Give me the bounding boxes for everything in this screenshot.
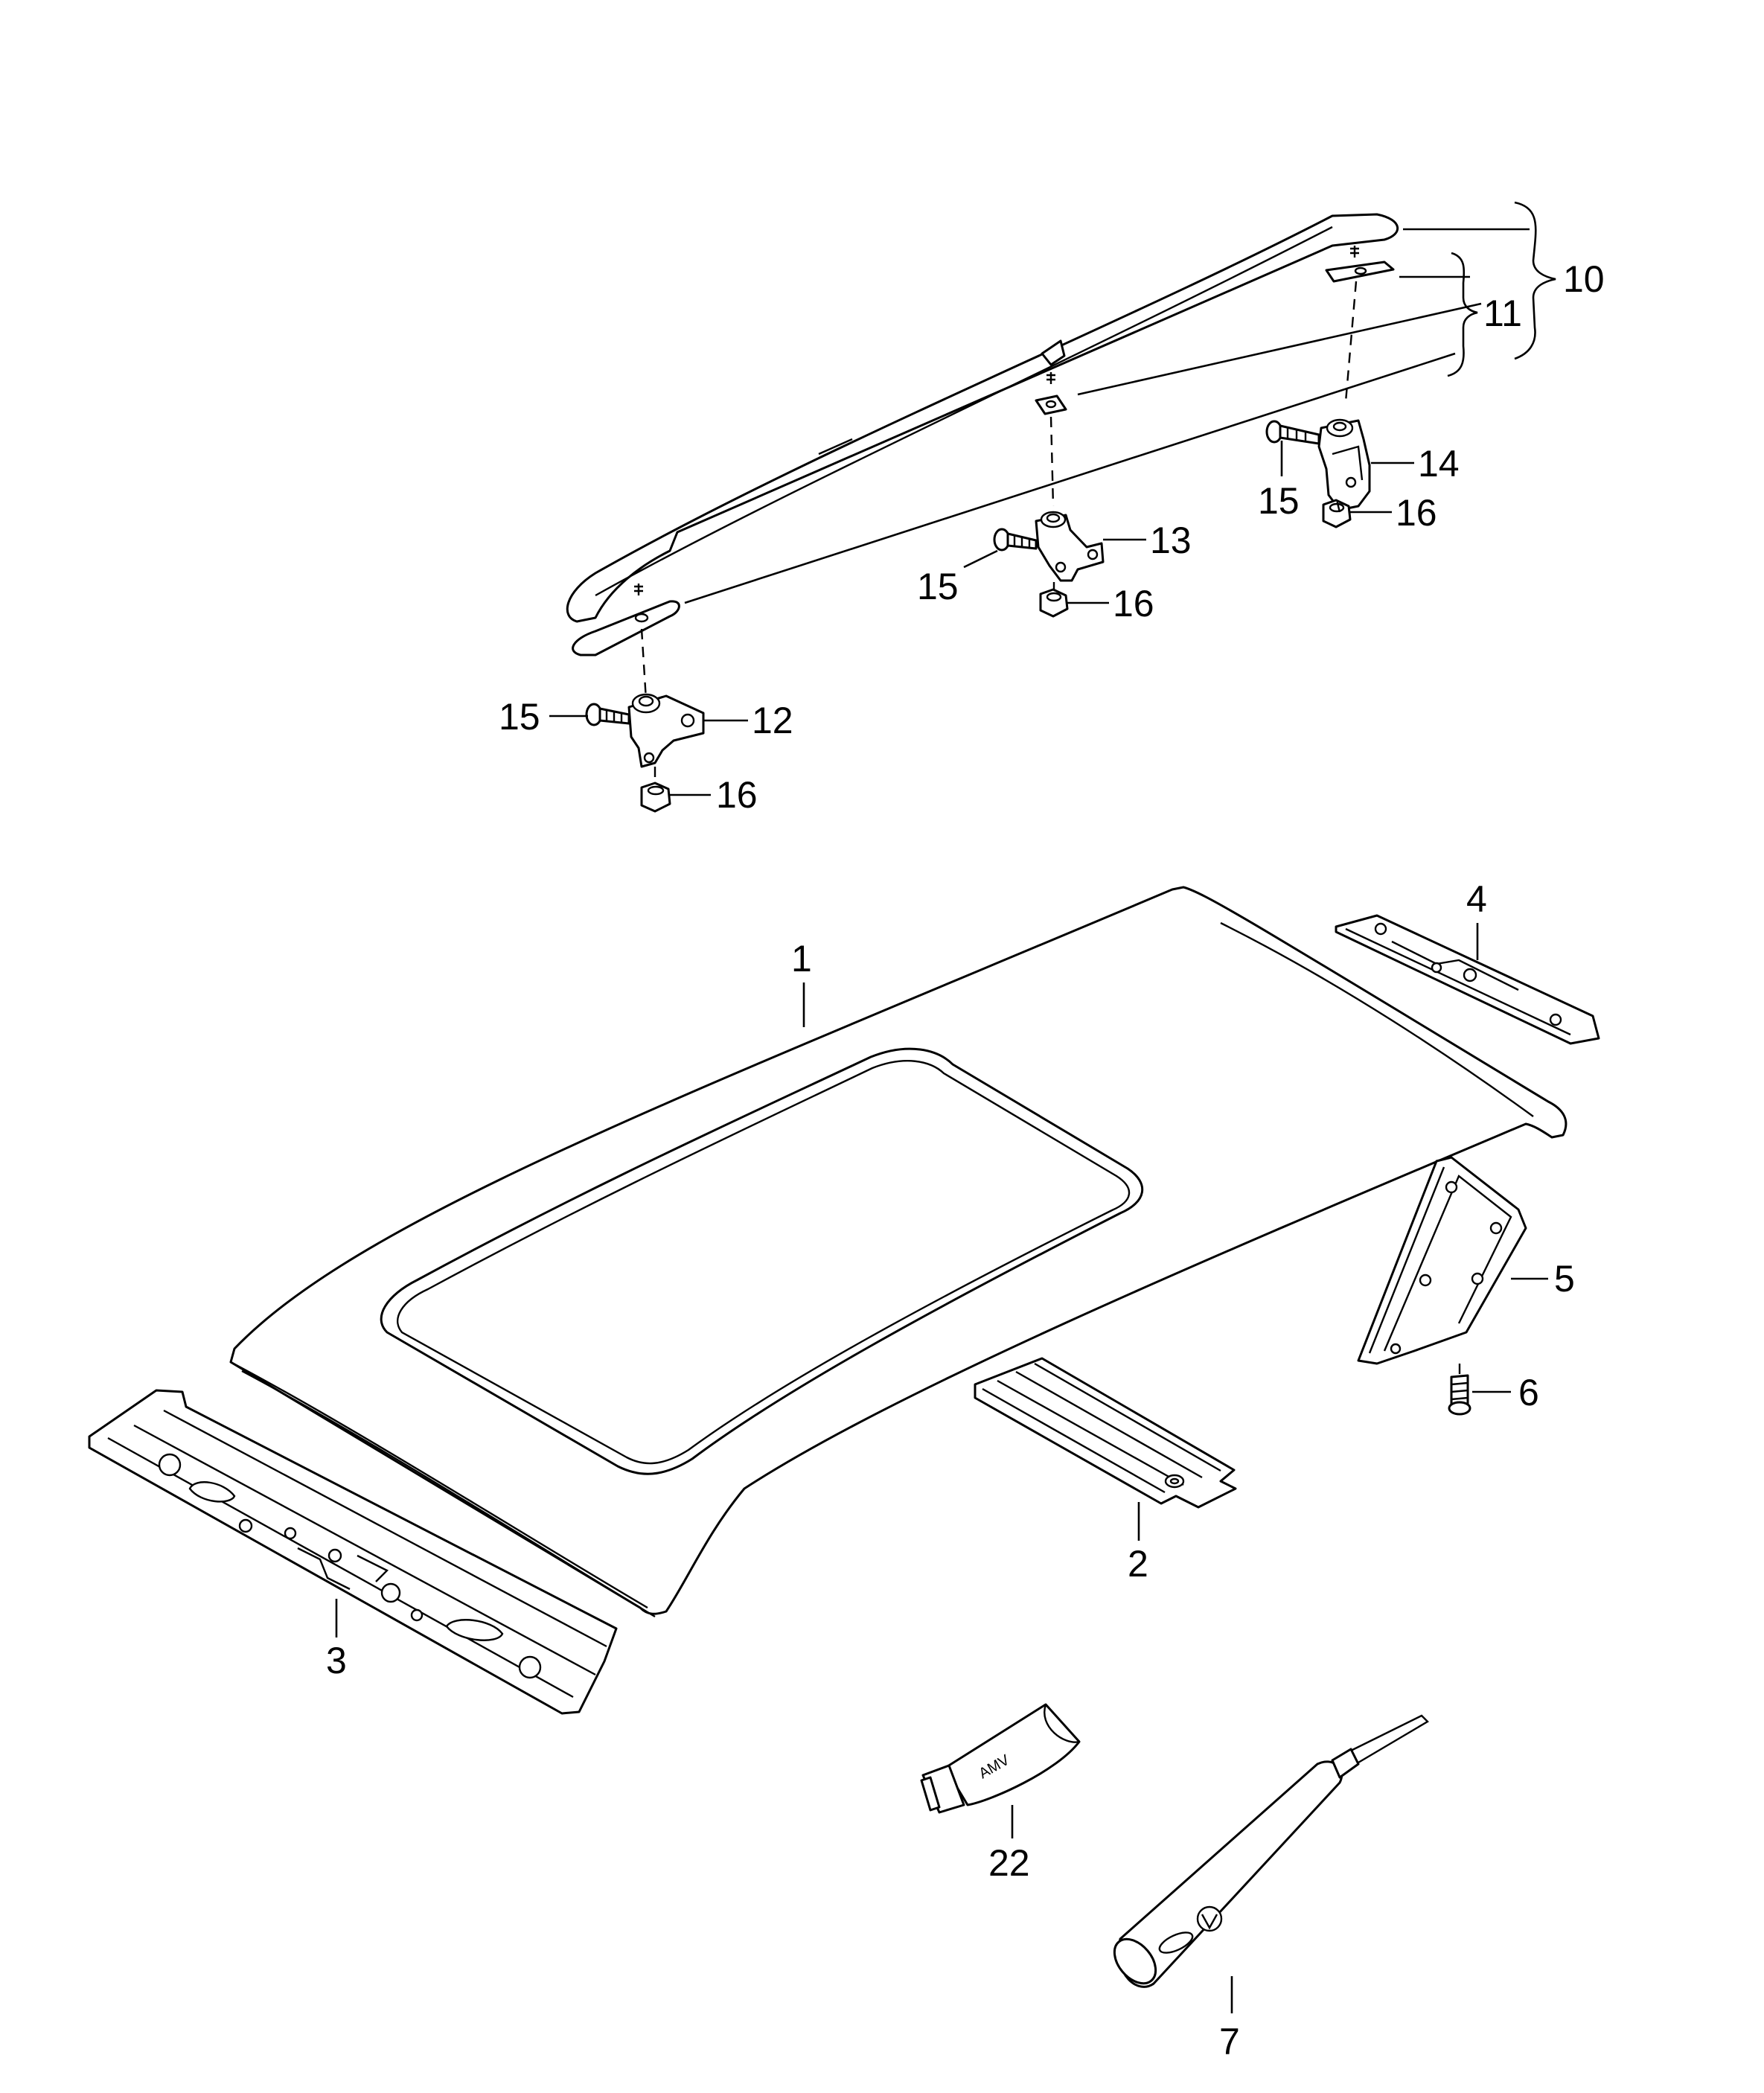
callout-4: 4 xyxy=(1466,878,1487,920)
rail-studs xyxy=(634,246,1359,595)
callout-1: 1 xyxy=(791,938,812,980)
callout-15-a: 15 xyxy=(499,696,540,738)
callout-14: 14 xyxy=(1418,443,1460,485)
nut-16-a xyxy=(640,782,671,813)
callout-10: 10 xyxy=(1563,258,1605,300)
callout-16-c: 16 xyxy=(1396,492,1437,534)
roof-side-rail-channel xyxy=(974,1357,1237,1509)
roof-rail xyxy=(566,213,1399,623)
callout-16-a: 16 xyxy=(716,774,758,816)
screw-15-c xyxy=(1265,420,1320,445)
front-roof-cross-member xyxy=(88,1389,618,1715)
callout-7: 7 xyxy=(1219,2021,1240,2062)
rail-mount-pad-middle xyxy=(1035,394,1067,415)
adhesive-tube: AMV xyxy=(920,1703,1081,1814)
callout-6: 6 xyxy=(1518,1372,1539,1413)
callout-15-c: 15 xyxy=(1258,480,1300,522)
callout-5: 5 xyxy=(1554,1258,1575,1300)
rear-corner-panel xyxy=(1357,1156,1527,1365)
rail-mount-pad-front xyxy=(572,600,680,656)
nut-16-c xyxy=(1322,499,1352,528)
callout-22: 22 xyxy=(988,1842,1030,1884)
bracket-13 xyxy=(1035,511,1105,582)
screw-15-b xyxy=(993,528,1038,552)
callout-11: 11 xyxy=(1483,293,1522,334)
callout-16-b: 16 xyxy=(1113,583,1154,624)
bracket-12 xyxy=(627,693,705,768)
callout-2: 2 xyxy=(1128,1543,1148,1585)
screw-15-a xyxy=(585,703,630,726)
roof-panel xyxy=(229,886,1568,1618)
callout-15-b: 15 xyxy=(917,566,959,607)
rear-roof-cross-bracket xyxy=(1335,914,1600,1045)
callout-13: 13 xyxy=(1150,520,1192,561)
screw-6 xyxy=(1448,1374,1471,1416)
callout-3: 3 xyxy=(326,1640,347,1681)
rail-mount-pad-rear xyxy=(1325,261,1395,283)
bracket-14 xyxy=(1317,418,1371,511)
callout-12: 12 xyxy=(752,700,793,741)
nut-16-b xyxy=(1039,588,1069,618)
sealant-cartridge xyxy=(1113,1714,1429,1988)
